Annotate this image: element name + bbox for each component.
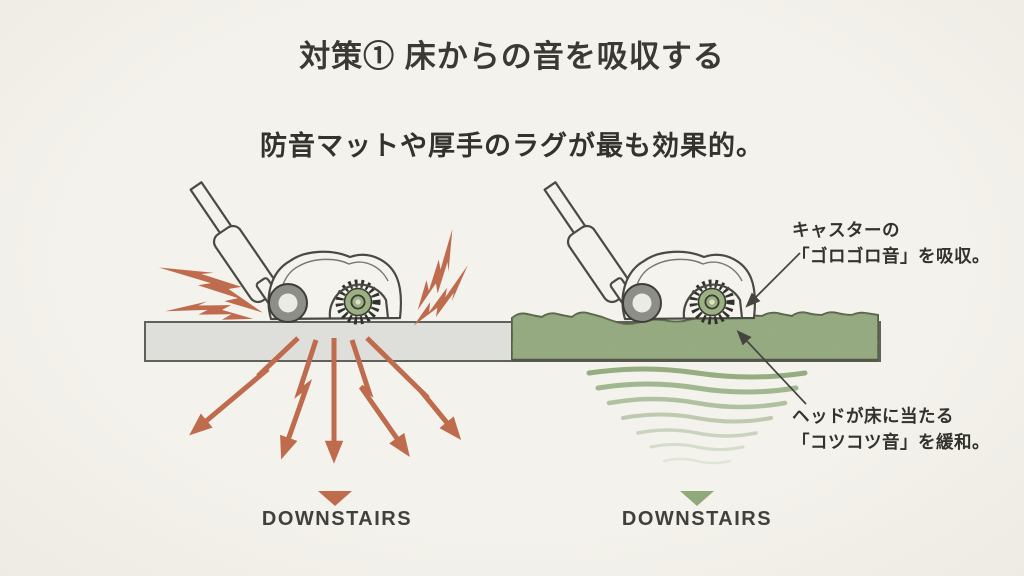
slide-title: 対策① 床からの音を吸収する (299, 39, 725, 74)
downstairs-label-right: DOWNSTAIRS (621, 508, 773, 530)
annotation-head-line1: ヘッドが床に当たる (792, 406, 954, 426)
annotation-head-line2: 「コツコツ音」を緩和。 (792, 432, 990, 453)
annotation-caster-line1: キャスターの (792, 220, 900, 240)
absorb-direction-marker (680, 491, 714, 506)
annotation-head-noise: ヘッドが床に当たる 「コツコツ音」を緩和。 (792, 403, 1022, 456)
vacuum-on-bare-floor (191, 182, 401, 322)
soundproof-rug (511, 311, 879, 362)
annotation-caster-line2: 「ゴロゴロ音」を吸収。 (792, 246, 990, 267)
annotation-caster-noise: キャスターの 「ゴロゴロ音」を吸収。 (792, 217, 1022, 270)
impact-direction-marker (318, 491, 352, 506)
absorbed-sound-waves (586, 366, 808, 465)
downstairs-label-left: DOWNSTAIRS (261, 508, 413, 530)
slide-subtitle: 防音マットや厚手のラグが最も効果的。 (260, 131, 764, 161)
annotation-leader-arrows (736, 252, 807, 405)
impact-noise-arrows (189, 336, 462, 464)
vacuum-on-rug (545, 182, 755, 322)
